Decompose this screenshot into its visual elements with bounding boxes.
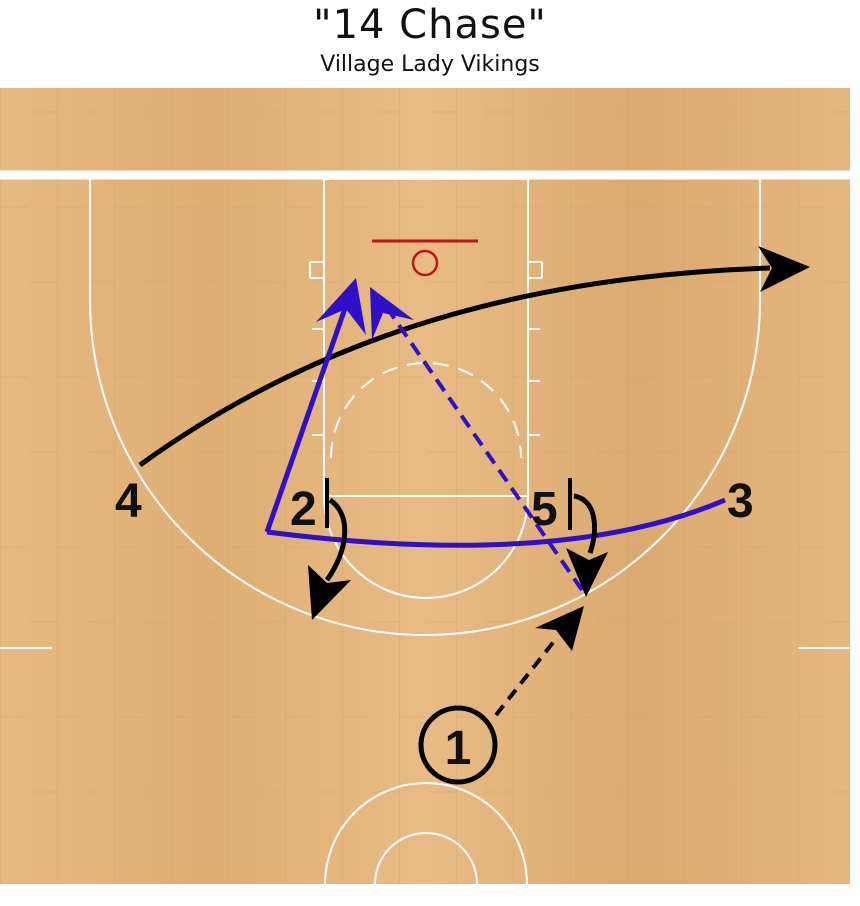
player-3-label: 3 [727, 475, 754, 528]
arrowhead-pass-5 [370, 287, 414, 340]
player-3-cut [266, 497, 726, 548]
player-4-label: 4 [115, 475, 142, 528]
three-point-arc [89, 179, 761, 636]
player-1-label: 1 [445, 722, 472, 775]
play-title: "14 Chase" [313, 2, 547, 48]
pass-5-to-rim [383, 303, 584, 592]
player-5-roll [573, 493, 598, 554]
arrowhead-2-popout [308, 565, 351, 620]
arrowhead-4 [758, 246, 810, 292]
player-2-label: 2 [290, 483, 317, 536]
center-circle-inner [374, 832, 478, 885]
player-4-cut [138, 265, 771, 468]
paint-lane [323, 178, 529, 497]
court-lines [0, 170, 850, 885]
arrowhead-2 [316, 278, 366, 335]
arrowhead-5-roll [566, 548, 608, 597]
pass-1-to-5 [494, 638, 557, 717]
rim [411, 249, 439, 277]
arrowhead-pass-1 [535, 606, 584, 651]
center-circle-outer [324, 782, 528, 885]
player-5-label: 5 [531, 483, 558, 536]
player-1-circle [418, 705, 498, 785]
player-2-cut [264, 296, 352, 533]
play-subtitle: Village Lady Vikings [320, 52, 540, 77]
player-2-popout [324, 497, 348, 582]
